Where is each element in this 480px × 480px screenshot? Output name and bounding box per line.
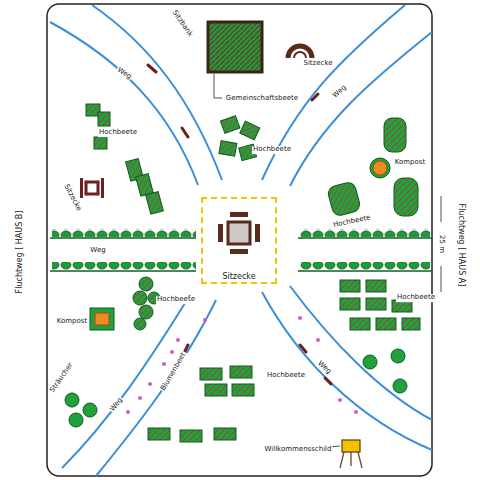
map-label: Hochbeete — [266, 372, 306, 380]
map-label: Weg — [89, 247, 106, 255]
map-label: Weg — [331, 83, 349, 100]
map-label: Blumenbeet — [160, 351, 189, 393]
map-label: Weg — [109, 396, 126, 414]
map-label: Hochbeete — [98, 129, 138, 137]
map-label: Sitzecke — [302, 60, 333, 68]
area-label: Sitzecke — [203, 273, 275, 282]
map-label: Kompost — [394, 159, 426, 167]
map-label: Hochbeete — [252, 146, 292, 154]
map-label: 25 m — [437, 234, 445, 254]
map-label: Kompost — [56, 318, 88, 326]
map-label: Hochbeete — [156, 296, 196, 304]
seating-area: Sitzecke — [201, 197, 277, 284]
map-label: Willkommensschild — [264, 446, 333, 454]
map-label: Sitzecke — [61, 182, 82, 213]
map-label: Sitzbank — [170, 9, 195, 40]
map-label: Hochbeete — [396, 294, 436, 302]
map-label: Weg — [115, 66, 134, 82]
map-label: Fluchtweg [ HAUS A] — [457, 203, 466, 288]
map-label: Weg — [315, 359, 333, 376]
map-label: Gemeinschaftsbeete — [225, 95, 299, 103]
map-label: Hochbeete — [332, 214, 373, 230]
map-label: Fluchtweg [ HAUS B] — [16, 210, 25, 295]
map-label: Sträucher — [48, 361, 75, 395]
